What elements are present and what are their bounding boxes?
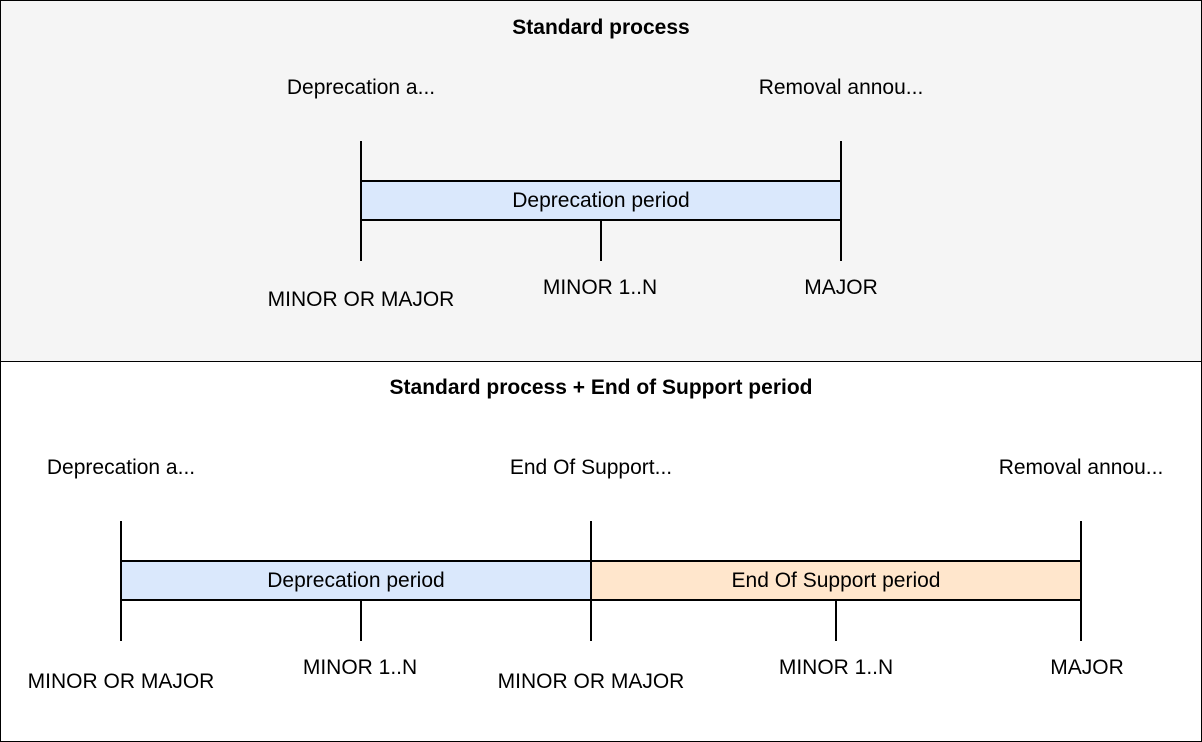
end-of-support-announcement-label: End Of Support...	[509, 456, 673, 479]
deprecation-period-bar: Deprecation period	[360, 180, 842, 221]
deprecation-middle-release-label: MINOR 1..N	[302, 656, 418, 679]
extended-removal-announcement-label: Removal annou...	[998, 456, 1164, 479]
eos-middle-release-label: MINOR 1..N	[778, 656, 894, 679]
start-release-label: MINOR OR MAJOR	[267, 288, 455, 311]
standard-process-title: Standard process	[512, 16, 690, 39]
middle-marker-line	[600, 221, 602, 261]
extended-deprecation-period-bar: Deprecation period	[120, 560, 592, 601]
removal-announcement-label: Removal annou...	[758, 76, 924, 99]
deprecation-middle-marker-line	[360, 601, 362, 641]
middle-release-label: MINOR 1..N	[542, 276, 658, 299]
deprecation-announcement-label: Deprecation a...	[286, 76, 436, 99]
extended-start-release-label: MINOR OR MAJOR	[27, 670, 215, 693]
extended-deprecation-announcement-label: Deprecation a...	[46, 456, 196, 479]
eos-start-release-label: MINOR OR MAJOR	[497, 670, 685, 693]
eos-middle-marker-line	[835, 601, 837, 641]
end-of-support-period-bar: End Of Support period	[590, 560, 1082, 601]
extended-end-release-label: MAJOR	[1050, 656, 1124, 679]
extended-process-panel	[0, 361, 1202, 742]
end-release-label: MAJOR	[804, 276, 878, 299]
extended-process-title: Standard process + End of Support period	[389, 376, 813, 399]
